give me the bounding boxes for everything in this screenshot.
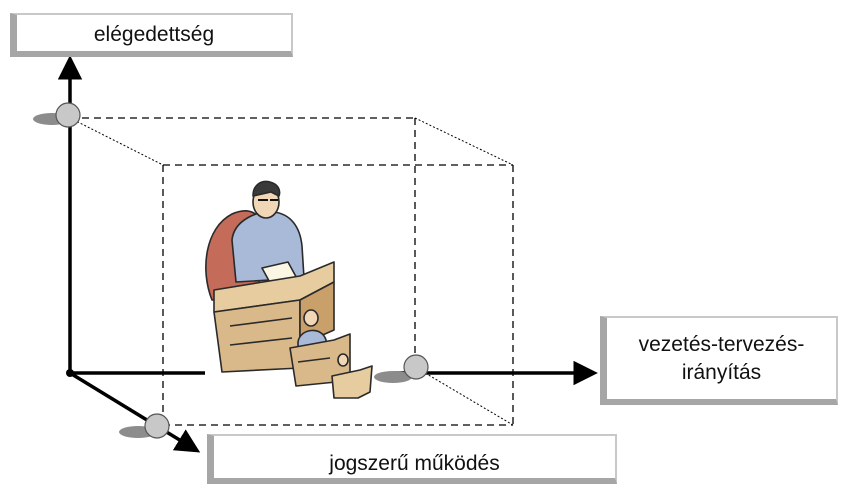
cube-depth-top-right <box>414 117 514 166</box>
z-axis-arrow <box>69 371 201 453</box>
office-hierarchy-clipart-icon <box>205 180 373 399</box>
x-axis-label-box: vezetés-tervezés- irányítás <box>600 316 838 405</box>
z-axis-label-box: jogszerű működés <box>207 434 617 484</box>
worker-head <box>303 309 319 327</box>
marker-x-shadow <box>374 371 412 383</box>
y-axis-label-box: elégedettség <box>10 13 293 57</box>
marker-x-ball <box>403 354 429 380</box>
manager-hair <box>252 180 281 197</box>
z-axis-label: jogszerű működés <box>329 452 500 475</box>
marker-z <box>119 413 170 439</box>
big-desk-front <box>213 299 301 373</box>
y-axis-label: elégedettség <box>93 23 215 46</box>
origin-dot <box>66 369 74 377</box>
marker-y <box>33 102 81 128</box>
x-axis-label-line1: vezetés-tervezés- <box>638 333 805 356</box>
marker-y-ball <box>55 102 81 128</box>
medium-desk-line <box>297 357 331 363</box>
x-axis-label-line2: irányítás <box>681 361 762 384</box>
dashed-cube <box>70 117 514 426</box>
cube-depth-top-left <box>69 117 164 166</box>
big-desk-drawer-line-2 <box>229 337 293 346</box>
cube-depth-edges <box>69 117 514 426</box>
small-worker-head <box>337 353 349 367</box>
marker-x <box>374 354 429 383</box>
small-desk <box>331 365 373 399</box>
big-desk-drawer-line-1 <box>229 317 293 327</box>
marker-z-ball <box>144 413 170 439</box>
cube-depth-bottom-right <box>414 366 514 426</box>
